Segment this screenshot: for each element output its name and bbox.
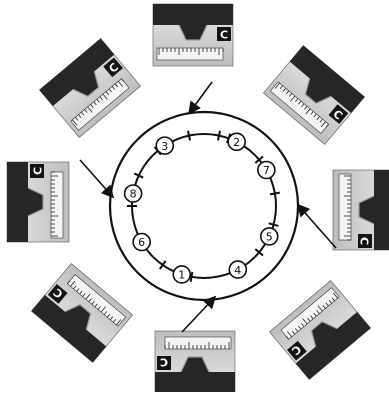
outer-pipe-circle xyxy=(110,112,298,300)
cross-section-photos: C C C C C C C C xyxy=(7,4,389,392)
photo-bottom: C xyxy=(155,331,235,392)
node-label: 5 xyxy=(266,231,273,244)
node-label: 6 xyxy=(138,236,145,249)
node-label: 1 xyxy=(178,269,185,282)
inner-pipe-circle xyxy=(132,134,276,278)
tick-mark-8 xyxy=(160,261,166,269)
node-6: 6 xyxy=(133,234,150,251)
node-8: 8 xyxy=(125,185,142,202)
photo-bottom-right: C xyxy=(269,281,370,380)
node-4: 4 xyxy=(229,261,246,278)
node-label: 3 xyxy=(161,140,168,153)
node-3: 3 xyxy=(156,137,173,154)
tick-mark-14 xyxy=(218,131,220,141)
photo-letter: C xyxy=(160,356,168,369)
photo-top-right: C xyxy=(263,46,364,145)
photo-letter: C xyxy=(358,237,371,245)
node-label: 2 xyxy=(233,136,240,149)
photo-letter: C xyxy=(220,29,228,42)
photo-top: C xyxy=(153,4,233,66)
tick-mark-13 xyxy=(188,131,190,141)
tick-mark-3 xyxy=(270,193,280,195)
photo-top-left: C xyxy=(39,39,140,138)
arrow-left xyxy=(80,160,112,196)
arrow-top xyxy=(190,82,212,112)
photo-letter: C xyxy=(32,167,45,175)
node-1: 1 xyxy=(173,266,190,283)
photo-left: C xyxy=(7,162,69,242)
photo-bottom-left: C xyxy=(31,264,132,363)
node-5: 5 xyxy=(261,228,278,245)
node-label: 8 xyxy=(130,188,137,201)
node-label: 7 xyxy=(263,164,270,177)
arrow-right xyxy=(299,206,336,248)
photo-right: C xyxy=(333,170,389,250)
arrow-bottom xyxy=(182,298,214,332)
node-label: 4 xyxy=(234,264,241,277)
inner-circle-tick-marks xyxy=(127,131,280,282)
tick-mark-4 xyxy=(269,223,279,226)
node-2: 2 xyxy=(228,133,245,150)
node-7: 7 xyxy=(258,162,275,179)
